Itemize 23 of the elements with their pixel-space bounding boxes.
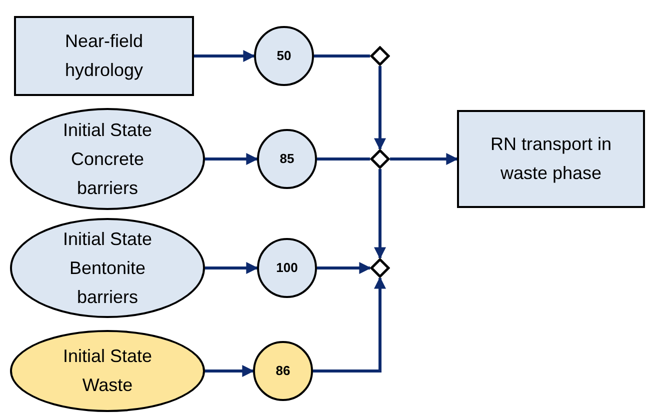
node-label: 100 bbox=[276, 259, 298, 278]
node-label: 86 bbox=[276, 362, 290, 380]
arrow bbox=[390, 153, 458, 165]
junction-diamond bbox=[370, 46, 390, 66]
node-label: Initial State Bentonite barriers bbox=[62, 228, 154, 308]
arrow bbox=[374, 169, 386, 260]
arrow bbox=[205, 153, 258, 165]
arrow bbox=[313, 276, 386, 372]
arrow bbox=[317, 262, 372, 274]
node-label: Initial State Waste bbox=[62, 345, 154, 397]
node-label: Initial State Concrete barriers bbox=[62, 118, 154, 200]
node-label: Near-field hydrology bbox=[64, 30, 144, 82]
node-label: 85 bbox=[280, 150, 294, 168]
process-box bbox=[457, 110, 645, 208]
node-label: 50 bbox=[276, 47, 292, 66]
node-label: RN transport in waste phase bbox=[489, 133, 613, 185]
junction-diamond bbox=[370, 149, 390, 169]
junction-diamond bbox=[370, 258, 390, 278]
arrow bbox=[205, 365, 254, 377]
process-box bbox=[14, 16, 194, 96]
arrow bbox=[205, 262, 258, 274]
arrow bbox=[194, 50, 256, 62]
arrow bbox=[374, 66, 386, 150]
